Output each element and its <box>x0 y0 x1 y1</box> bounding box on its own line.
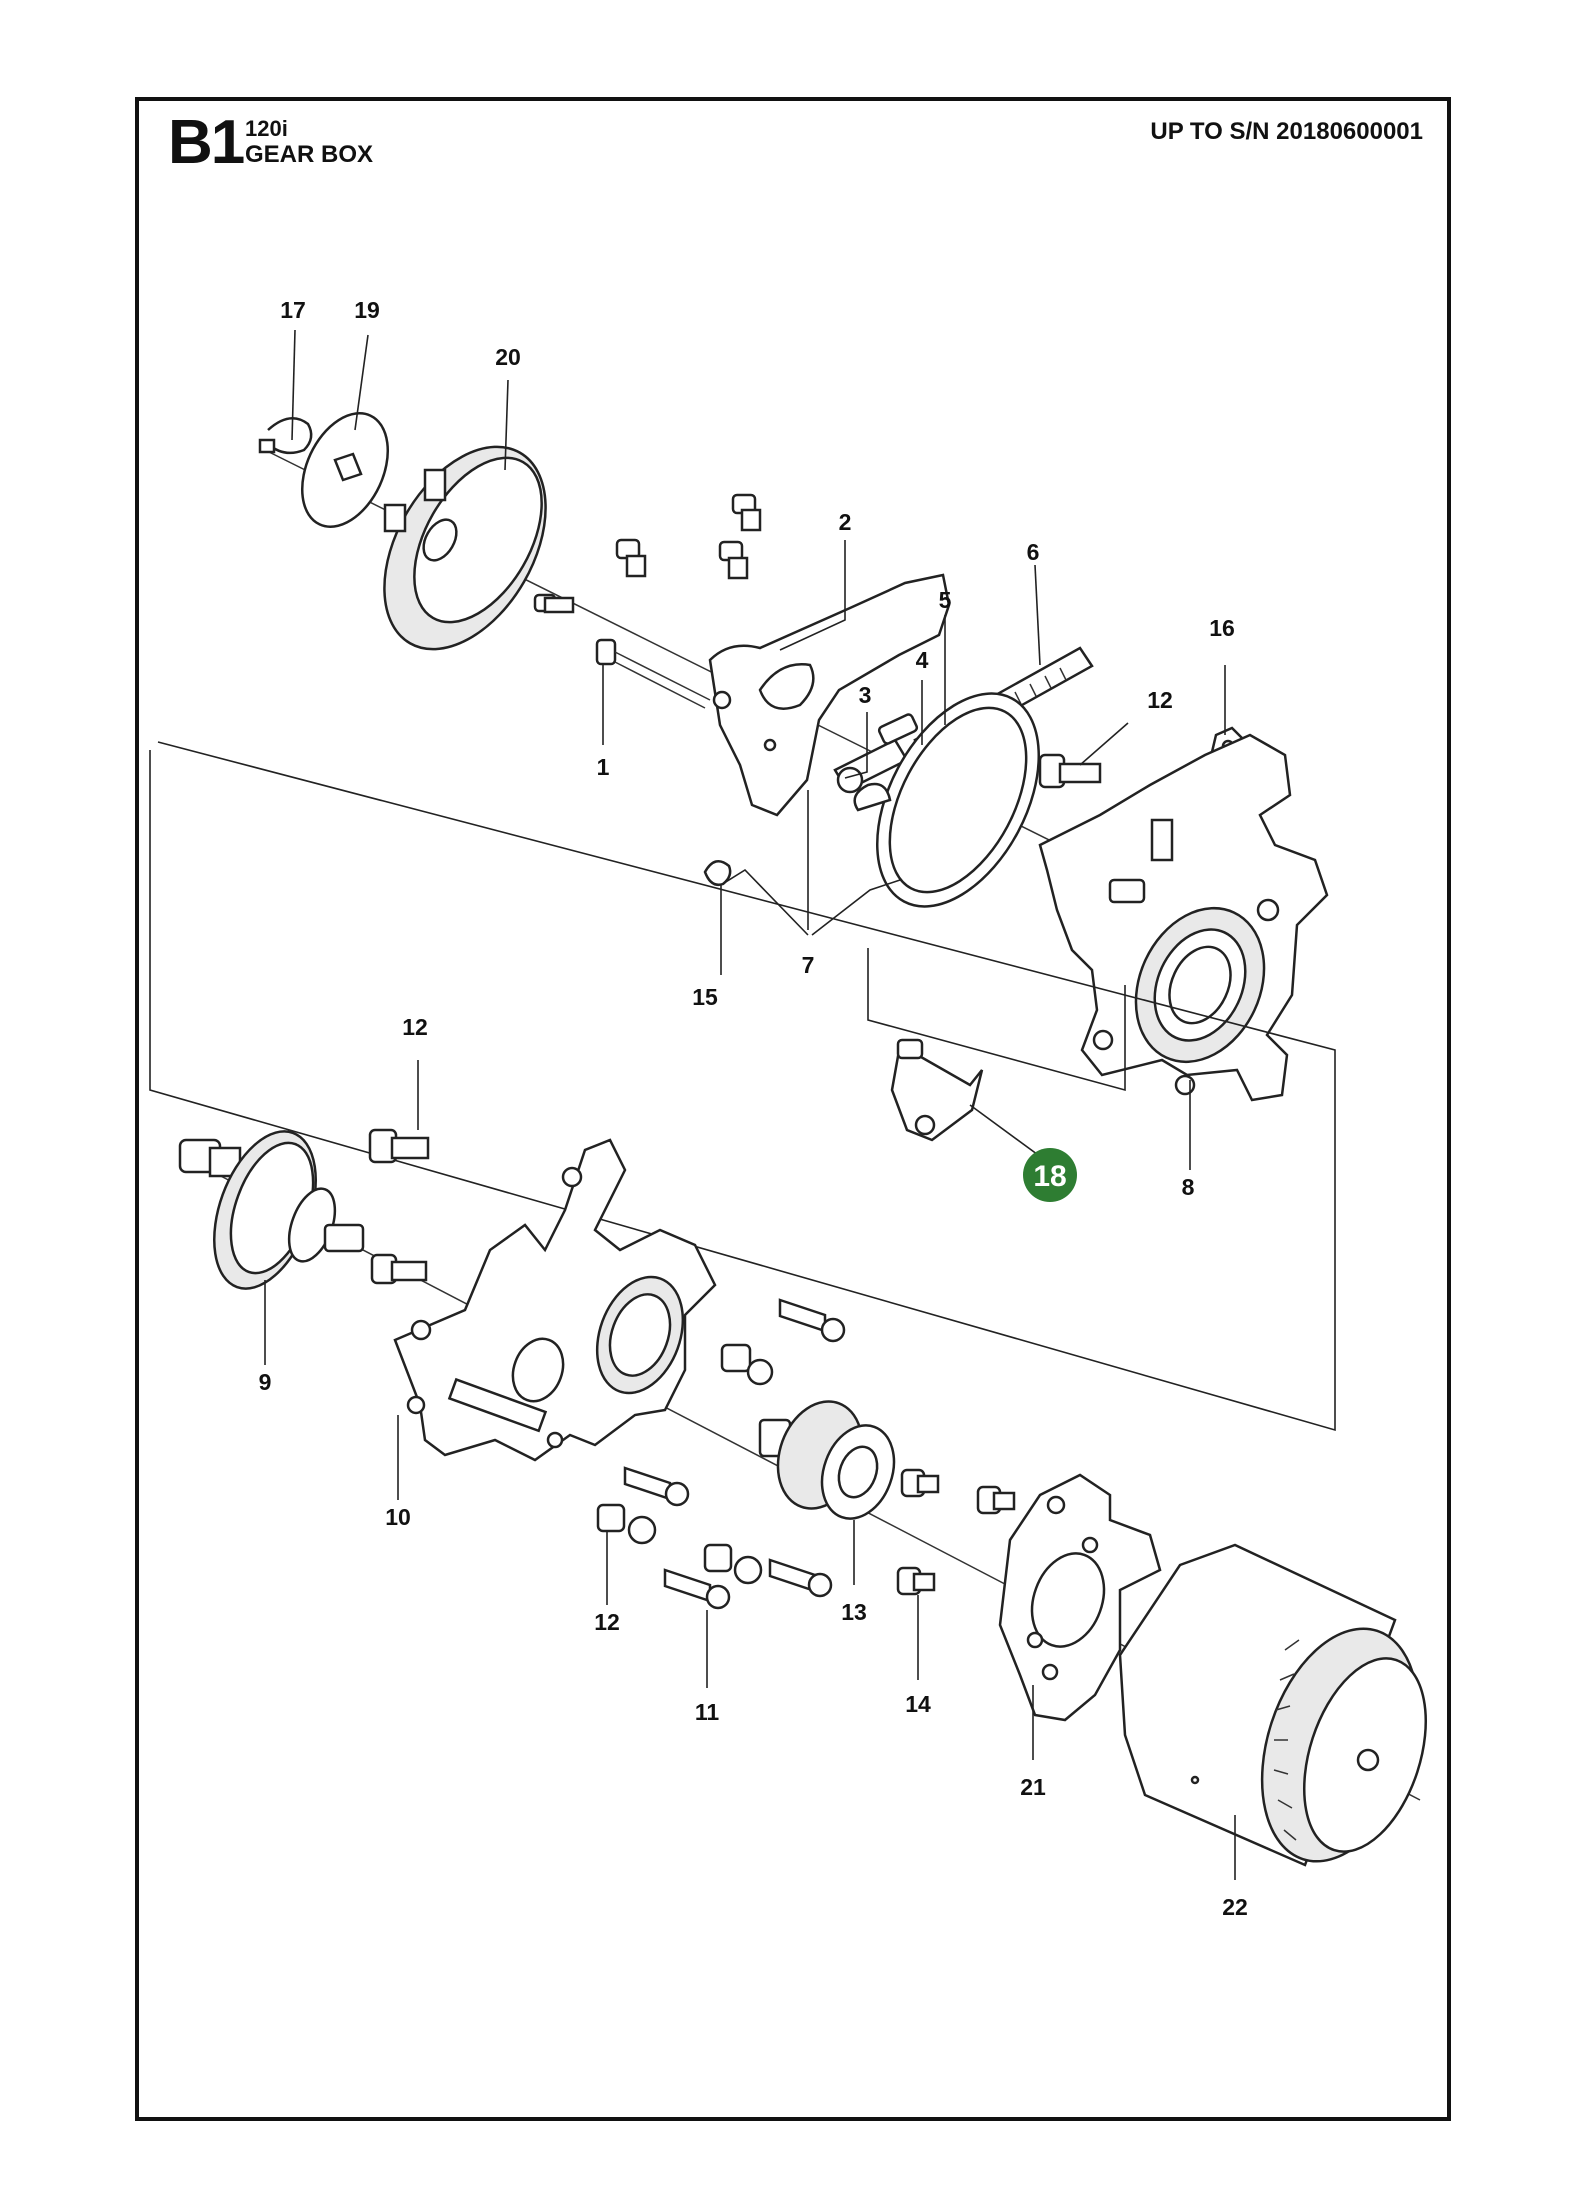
screw-part <box>720 1343 774 1386</box>
washer-part <box>300 412 390 528</box>
part-label-8: 8 <box>1182 1174 1195 1200</box>
highlight-marker-18[interactable]: 18 <box>1023 1148 1077 1202</box>
part-label-17: 15 <box>692 984 718 1010</box>
pin-part <box>595 638 711 709</box>
assembly-boundary-line <box>867 948 1126 1092</box>
pin-part <box>976 1485 1016 1515</box>
gear-shaft-part <box>178 1130 365 1290</box>
part-label-19: 16 <box>1209 615 1235 641</box>
highlight-circle[interactable] <box>1023 1148 1077 1202</box>
section-title: GEAR BOX <box>245 141 374 168</box>
part-label-3: 3 <box>859 682 872 708</box>
part-label-21: 19 <box>354 297 380 323</box>
part-label-14: 14 <box>905 1691 931 1717</box>
part-labels: 17 19 20 1 2 3 4 5 6 12 16 15 7 8 12 9 1… <box>259 297 1248 1920</box>
part-label-4: 4 <box>916 647 929 673</box>
clutch-housing-part <box>1038 733 1329 1102</box>
part-label-15: 21 <box>1020 1774 1046 1800</box>
shoulder-bolt-part <box>1038 753 1102 789</box>
part-label-12-mid: 12 <box>402 1014 428 1040</box>
part-label-13: 13 <box>841 1599 867 1625</box>
screw-part <box>533 593 575 614</box>
flange-part <box>998 1473 1162 1722</box>
shoulder-bolt-part <box>368 1128 430 1164</box>
pin-part <box>896 1566 936 1596</box>
sheet-code: B1 <box>168 108 245 177</box>
screw-part <box>768 1558 833 1598</box>
part-label-7: 7 <box>802 952 815 978</box>
screw-part <box>731 493 762 532</box>
model-name: 120i <box>245 116 288 141</box>
serial-note: UP TO S/N 20180600001 <box>1150 118 1423 145</box>
part-label-2: 2 <box>839 509 852 535</box>
motor-part <box>1118 1543 1428 1867</box>
part-label-6: 6 <box>1027 539 1040 565</box>
part-label-1: 1 <box>597 754 610 780</box>
drawing-frame <box>135 97 1451 2121</box>
part-label-12-top: 12 <box>1147 687 1173 713</box>
clutch-drum-part <box>383 445 547 651</box>
brake-band-part <box>853 692 1040 908</box>
gear-housing-part <box>393 1138 717 1462</box>
screw-part <box>718 540 749 580</box>
brake-bracket-part <box>708 573 951 817</box>
circlip-part <box>258 417 313 455</box>
screw-part <box>615 538 647 578</box>
screw-part <box>663 1568 731 1610</box>
screw-part <box>703 1543 763 1585</box>
leader-lines <box>264 329 1236 1880</box>
assembly-boundary-line <box>149 741 1336 1432</box>
screw-part <box>778 1298 846 1343</box>
part-label-9: 9 <box>259 1369 272 1395</box>
part-label-12-bottom: 12 <box>594 1609 620 1635</box>
screw-part <box>596 1503 657 1545</box>
part-label-20: 17 <box>280 297 306 323</box>
highlight-label[interactable]: 18 <box>1033 1160 1066 1193</box>
part-label-22: 20 <box>495 344 521 370</box>
part-label-10: 10 <box>385 1504 411 1530</box>
bearing-part <box>758 1400 896 1520</box>
e-clip-part <box>703 859 732 886</box>
part-label-11: 11 <box>695 1699 720 1725</box>
lever-part-18 <box>890 1038 984 1142</box>
shoulder-bolt-part <box>370 1253 428 1285</box>
part-label-5: 5 <box>939 587 952 613</box>
pin-part <box>900 1468 940 1498</box>
part-label-16: 22 <box>1222 1894 1248 1920</box>
screw-part <box>623 1466 690 1507</box>
